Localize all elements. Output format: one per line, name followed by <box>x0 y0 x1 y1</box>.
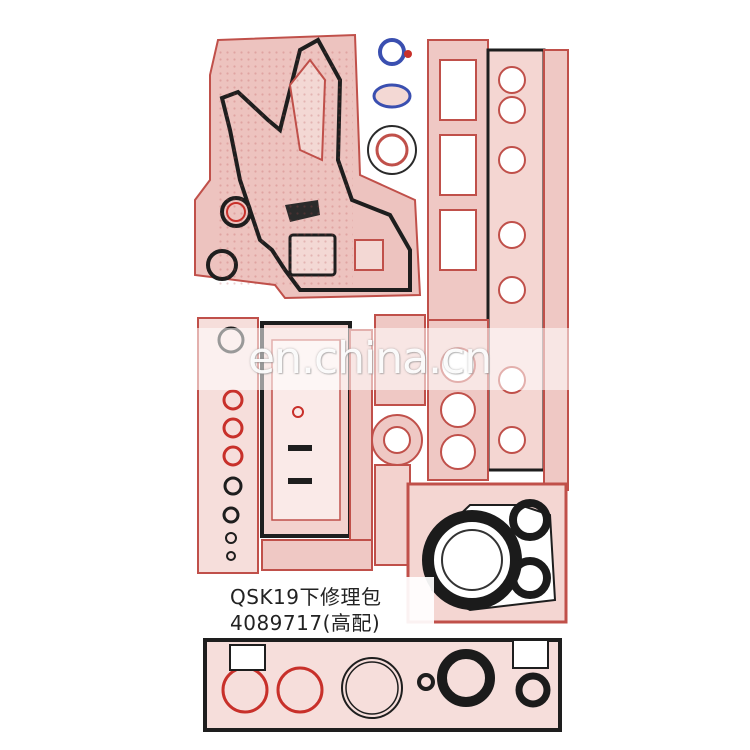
product-name-label: QSK19下修理包 <box>230 585 382 609</box>
rear-crank-seal-plate <box>406 482 568 624</box>
watermark-text: en.china.cn <box>248 333 492 384</box>
small-seals-top <box>367 38 417 175</box>
label-box <box>212 577 434 637</box>
watermark-band <box>0 328 750 390</box>
timing-cover-gasket <box>194 33 422 300</box>
oil-pan-gasket <box>203 638 562 732</box>
part-number-label: 4089717(高配) <box>230 611 381 635</box>
